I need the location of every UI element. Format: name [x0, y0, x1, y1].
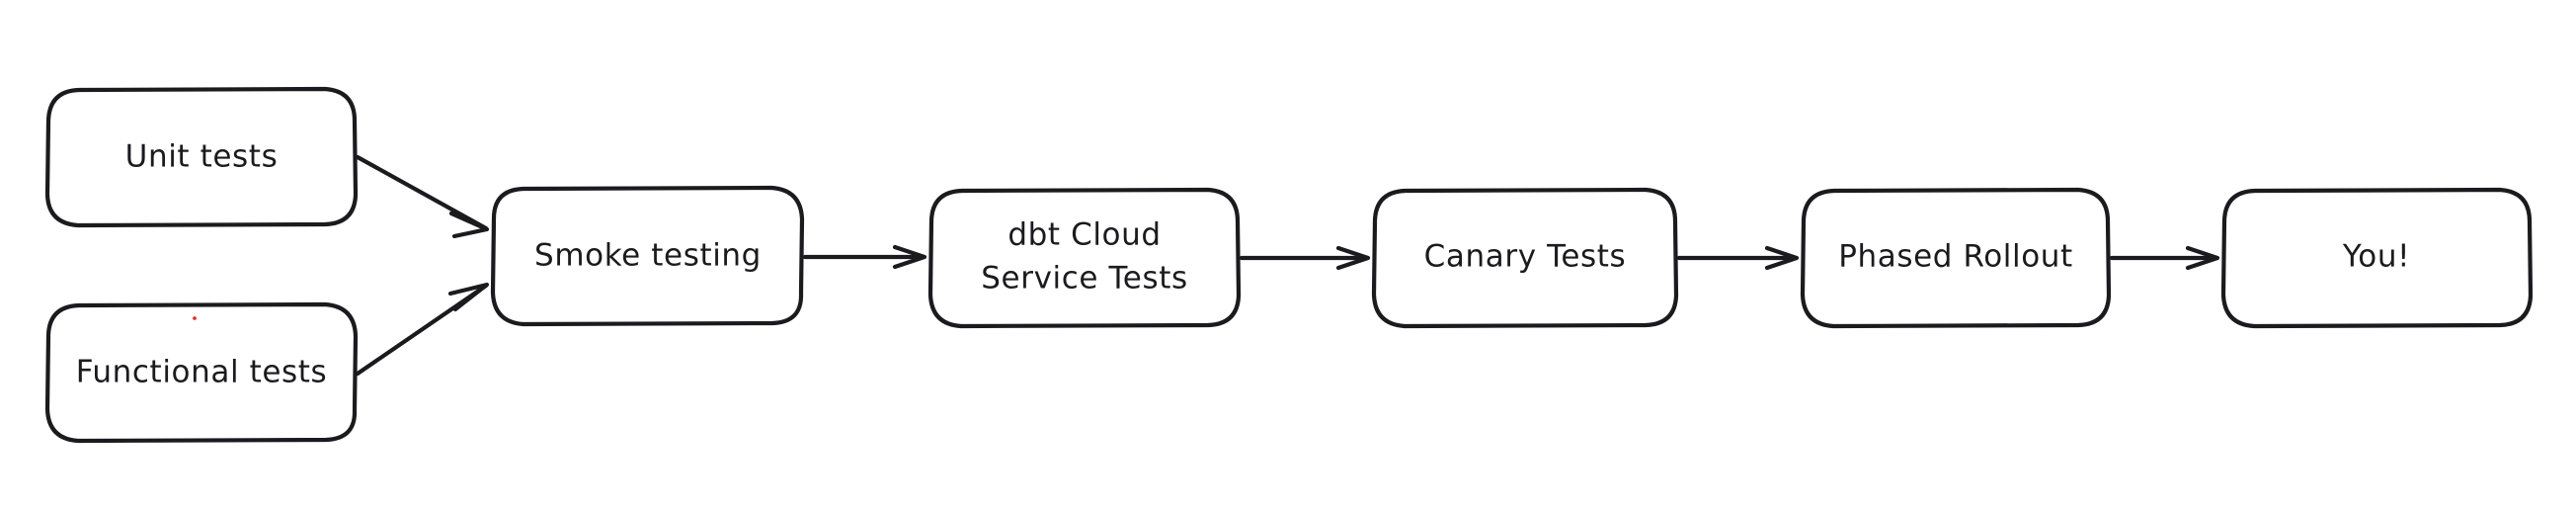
- node-phased-rollout[interactable]: Phased Rollout: [1800, 187, 2112, 329]
- node-you-label: You!: [2342, 239, 2410, 275]
- node-smoke-testing[interactable]: Smoke testing: [490, 185, 805, 327]
- node-you[interactable]: You!: [2220, 187, 2534, 329]
- node-phased-rollout-shape: [1800, 187, 2112, 329]
- edge-canary-to-phased: [1676, 245, 1800, 271]
- edge-unit-to-smoke-line: [355, 154, 489, 231]
- node-canary-tests[interactable]: Canary Tests: [1371, 187, 1679, 329]
- node-smoke-testing-label: Smoke testing: [534, 238, 762, 274]
- edge-unit-to-smoke-arrowhead: [448, 211, 490, 239]
- edge-unit-to-smoke: [355, 154, 490, 239]
- node-phased-rollout-label: Phased Rollout: [1838, 239, 2073, 275]
- edge-functional-to-smoke: [355, 282, 490, 377]
- node-canary-tests-shape: [1371, 187, 1679, 329]
- edge-phased-to-you-arrowhead: [2185, 245, 2220, 271]
- edge-canary-to-phased-arrowhead: [1764, 245, 1800, 271]
- edge-dbt-to-canary-arrowhead: [1335, 245, 1371, 271]
- edge-phased-to-you: [2109, 245, 2220, 271]
- node-functional-tests-label: Functional tests: [76, 355, 328, 390]
- edge-dbt-to-canary: [1239, 245, 1371, 271]
- node-you-shape: [2220, 187, 2534, 329]
- node-smoke-testing-shape: [490, 185, 805, 327]
- node-canary-tests-label: Canary Tests: [1424, 239, 1627, 275]
- node-unit-tests[interactable]: Unit tests: [44, 86, 359, 228]
- node-dbt-cloud-service-tests-label-line1: dbt Cloud: [1007, 217, 1161, 253]
- node-unit-tests-label: Unit tests: [125, 139, 279, 175]
- edge-smoke-to-dbt: [802, 244, 927, 270]
- edge-smoke-to-dbt-arrowhead: [892, 244, 927, 270]
- node-dbt-cloud-service-tests-label-line2: Service Tests: [981, 261, 1187, 297]
- ink-speck: [193, 316, 197, 320]
- node-functional-tests-shape: [44, 301, 359, 444]
- node-dbt-cloud-service-tests[interactable]: dbt Cloud Service Tests: [927, 187, 1242, 329]
- node-functional-tests[interactable]: Functional tests: [44, 301, 359, 444]
- edge-functional-to-smoke-arrowhead: [447, 282, 490, 312]
- node-unit-tests-shape: [44, 86, 359, 228]
- node-dbt-cloud-service-tests-shape: [927, 187, 1242, 329]
